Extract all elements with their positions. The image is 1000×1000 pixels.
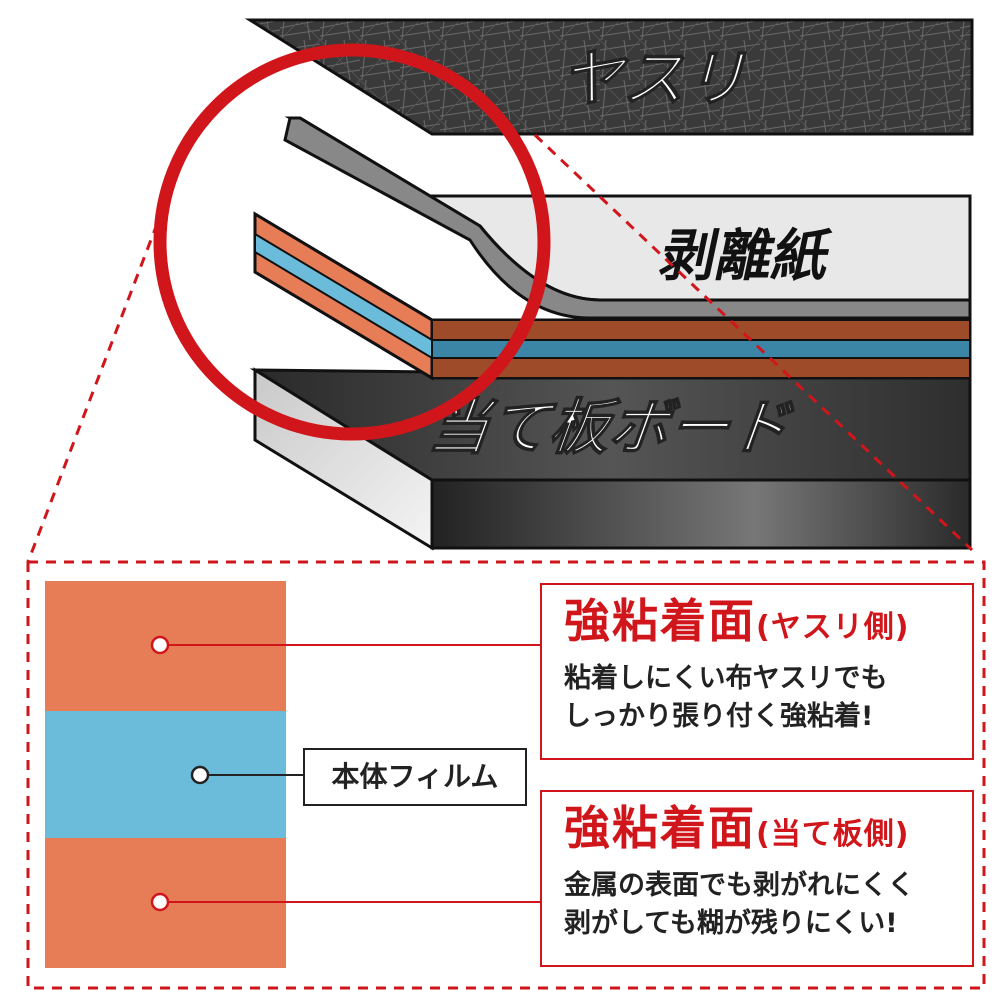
tape-front-lower	[431, 357, 971, 379]
callout-top-line1: 粘着しにくい布ヤスリでも	[564, 663, 888, 694]
tape-stack	[253, 211, 972, 381]
sandpaper-face	[244, 18, 974, 136]
marker-film	[190, 765, 210, 785]
callout-top-title: 強粘着面(ヤスリ側)	[564, 595, 954, 654]
callout-top-line2: しっかり張り付く強粘着!	[564, 701, 874, 732]
sandpaper-label: ヤスリ	[556, 42, 761, 115]
callout-top: 強粘着面(ヤスリ側) 粘着しにくい布ヤスリでも しっかり張り付く強粘着!	[540, 583, 974, 760]
callout-top-subtitle: (ヤスリ側)	[756, 610, 910, 645]
board-layer: 当て板ボード	[249, 367, 972, 551]
callout-bottom: 強粘着面(当て板側) 金属の表面でも剥がれにくく 剥がしても糊が残りにくい!	[540, 790, 974, 967]
release-paper-edge	[283, 116, 972, 320]
marker-bottom	[150, 892, 170, 912]
zoom-circle	[153, 43, 551, 441]
callout-top-heading: 強粘着面	[564, 594, 756, 648]
board-label: 当て板ボード	[422, 392, 808, 463]
callout-bottom-line2: 剥がしても糊が残りにくい!	[564, 908, 898, 939]
board-front-face	[430, 478, 972, 550]
release-paper-top	[284, 116, 972, 302]
film-label: 本体フィルム	[303, 748, 527, 806]
tape-end-film	[254, 232, 433, 360]
callout-bottom-heading: 強粘着面	[564, 801, 756, 855]
release-paper-layer: 剥離紙	[283, 116, 972, 320]
callout-top-body: 粘着しにくい布ヤスリでも しっかり張り付く強粘着!	[564, 660, 954, 736]
callout-bottom-subtitle: (当て板側)	[756, 817, 910, 852]
sandpaper-layer: ヤスリ	[244, 18, 974, 136]
callout-bottom-title: 強粘着面(当て板側)	[564, 802, 954, 861]
callout-bottom-line1: 金属の表面でも剥がれにくく	[564, 870, 915, 901]
callout-bottom-body: 金属の表面でも剥がれにくく 剥がしても糊が残りにくい!	[564, 867, 954, 943]
zoom-guide-left	[26, 189, 172, 563]
marker-top	[150, 635, 170, 655]
release-paper-label: 剥離紙	[655, 224, 837, 289]
